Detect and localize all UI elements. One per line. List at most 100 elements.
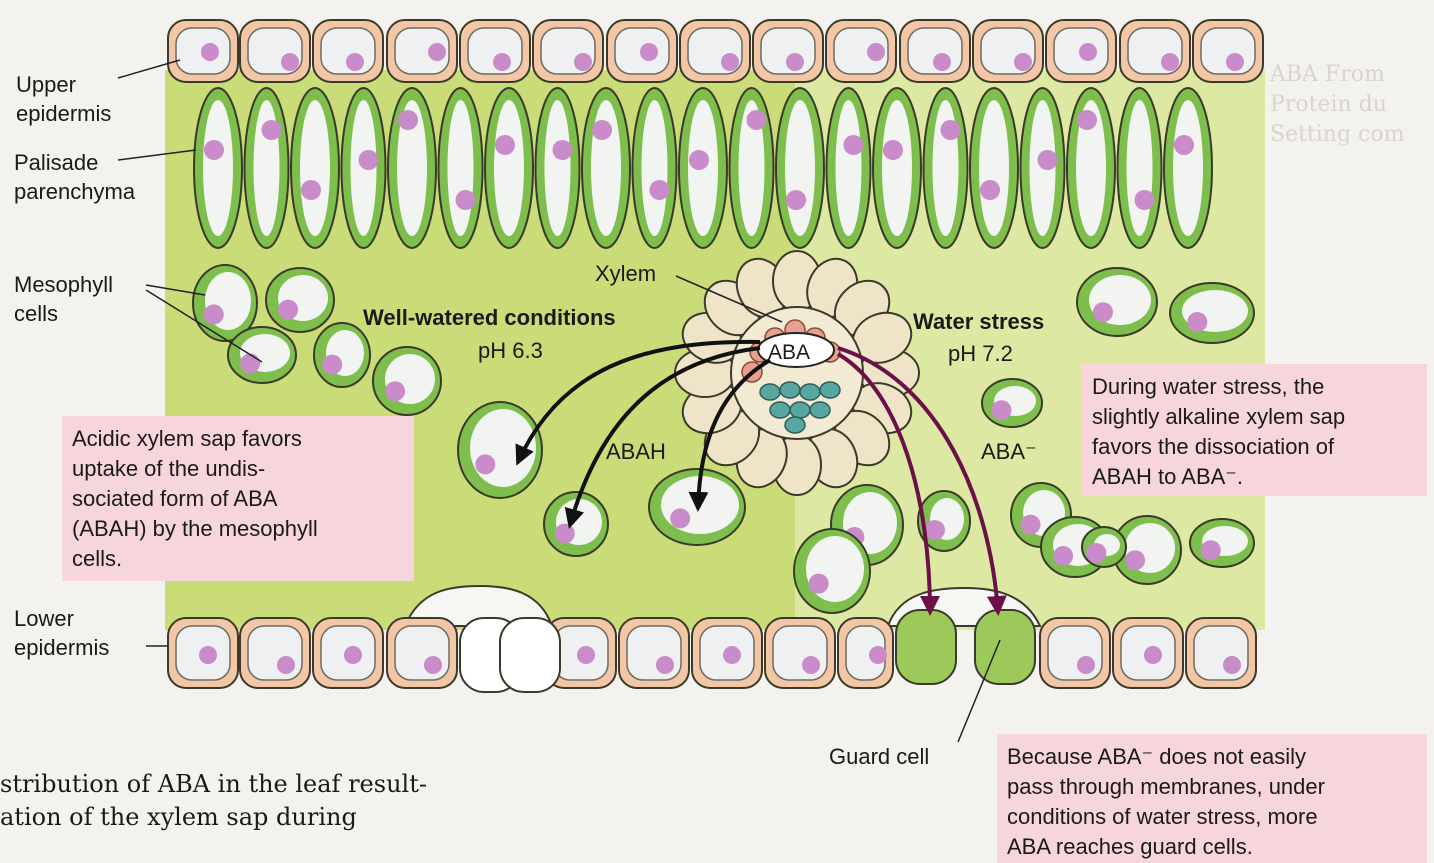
nucleus bbox=[867, 43, 885, 61]
cell-vacuole bbox=[1194, 626, 1248, 680]
nucleus bbox=[1125, 550, 1145, 570]
nucleus bbox=[277, 656, 295, 674]
nucleus bbox=[262, 120, 282, 140]
cell-vacuole bbox=[979, 100, 1009, 236]
nucleus bbox=[344, 646, 362, 664]
nucleus bbox=[1144, 646, 1162, 664]
nucleus bbox=[883, 140, 903, 160]
nucleus bbox=[1038, 150, 1058, 170]
nucleus bbox=[1079, 43, 1097, 61]
nucleus bbox=[359, 150, 379, 170]
aba-minus-label: ABA⁻ bbox=[981, 437, 1037, 466]
nucleus bbox=[493, 53, 511, 71]
cell-vacuole bbox=[248, 626, 302, 680]
nucleus bbox=[933, 53, 951, 71]
nucleus bbox=[199, 646, 217, 664]
cell-vacuole bbox=[448, 100, 474, 236]
phloem-cell bbox=[800, 384, 820, 400]
nucleus bbox=[1161, 53, 1179, 71]
well-watered-ph: pH 6.3 bbox=[478, 336, 543, 365]
cell-vacuole bbox=[300, 100, 330, 236]
acidic-sap-note: Acidic xylem sap favors uptake of the un… bbox=[62, 416, 414, 581]
cell-vacuole bbox=[836, 100, 862, 236]
nucleus bbox=[1135, 190, 1155, 210]
nucleus bbox=[747, 110, 767, 130]
nucleus bbox=[574, 53, 592, 71]
cell-vacuole bbox=[627, 626, 681, 680]
aba-center-label: ABA bbox=[768, 338, 810, 367]
nucleus bbox=[475, 454, 495, 474]
nucleus bbox=[786, 53, 804, 71]
nucleus bbox=[577, 646, 595, 664]
lower-epidermis-label: Lower epidermis bbox=[14, 604, 109, 662]
well-watered-title: Well-watered conditions bbox=[363, 303, 616, 332]
nucleus bbox=[1021, 515, 1041, 535]
nucleus bbox=[1201, 540, 1221, 560]
xylem-label: Xylem bbox=[595, 259, 656, 288]
cell-vacuole bbox=[591, 100, 621, 236]
nucleus bbox=[1223, 656, 1241, 674]
cell-vacuole bbox=[1127, 100, 1153, 236]
palisade-label: Palisade parenchyma bbox=[14, 148, 135, 206]
cell-vacuole bbox=[254, 100, 280, 236]
cell-vacuole bbox=[545, 100, 571, 236]
mesophyll-label: Mesophyll cells bbox=[14, 270, 113, 328]
nucleus bbox=[869, 646, 887, 664]
nucleus bbox=[456, 190, 476, 210]
nucleus bbox=[640, 43, 658, 61]
cell-vacuole bbox=[1173, 100, 1203, 236]
nucleus bbox=[980, 180, 1000, 200]
upper-epidermis bbox=[168, 20, 1263, 82]
nucleus bbox=[1077, 110, 1097, 130]
nucleus bbox=[278, 300, 298, 320]
nucleus bbox=[670, 508, 690, 528]
guard-cell bbox=[500, 618, 560, 692]
cell-vacuole bbox=[1048, 626, 1102, 680]
nucleus bbox=[992, 400, 1012, 420]
nucleus bbox=[809, 574, 829, 594]
water-stress-ph: pH 7.2 bbox=[948, 339, 1013, 368]
nucleus bbox=[723, 646, 741, 664]
nucleus bbox=[786, 190, 806, 210]
nucleus bbox=[844, 135, 864, 155]
water-stress-title: Water stress bbox=[913, 307, 1044, 336]
cell-vacuole bbox=[642, 100, 668, 236]
phloem-cell bbox=[820, 382, 840, 398]
nucleus bbox=[204, 304, 224, 324]
phloem-cell bbox=[760, 384, 780, 400]
nucleus bbox=[925, 520, 945, 540]
nucleus bbox=[555, 524, 575, 544]
nucleus bbox=[1187, 312, 1207, 332]
nucleus bbox=[346, 53, 364, 71]
nucleus bbox=[322, 355, 342, 375]
nucleus bbox=[1226, 53, 1244, 71]
nucleus bbox=[941, 120, 961, 140]
nucleus bbox=[204, 140, 224, 160]
alkaline-sap-note: During water stress, the slightly alkali… bbox=[1082, 364, 1427, 496]
nucleus bbox=[592, 120, 612, 140]
nucleus bbox=[301, 180, 321, 200]
cell-vacuole bbox=[882, 100, 912, 236]
phloem-cell bbox=[790, 402, 810, 418]
phloem-cell bbox=[785, 417, 805, 433]
nucleus bbox=[1077, 656, 1095, 674]
figure-caption: stribution of ABA in the leaf result- at… bbox=[0, 768, 427, 834]
upper-epidermis-label: Upper epidermis bbox=[16, 70, 111, 128]
cell-vacuole bbox=[395, 626, 449, 680]
phloem-cell bbox=[780, 382, 800, 398]
cell-vacuole bbox=[933, 100, 959, 236]
nucleus bbox=[802, 656, 820, 674]
nucleus bbox=[650, 180, 670, 200]
guard-cell bbox=[896, 610, 956, 684]
nucleus bbox=[428, 43, 446, 61]
nucleus bbox=[553, 140, 573, 160]
cell-vacuole bbox=[785, 100, 815, 236]
nucleus bbox=[1093, 302, 1113, 322]
nucleus bbox=[721, 53, 739, 71]
phloem-cell bbox=[770, 402, 790, 418]
nucleus bbox=[281, 53, 299, 71]
nucleus bbox=[1174, 135, 1194, 155]
cell-vacuole bbox=[203, 100, 233, 236]
guard-cell-note: Because ABA⁻ does not easily pass throug… bbox=[997, 734, 1427, 863]
